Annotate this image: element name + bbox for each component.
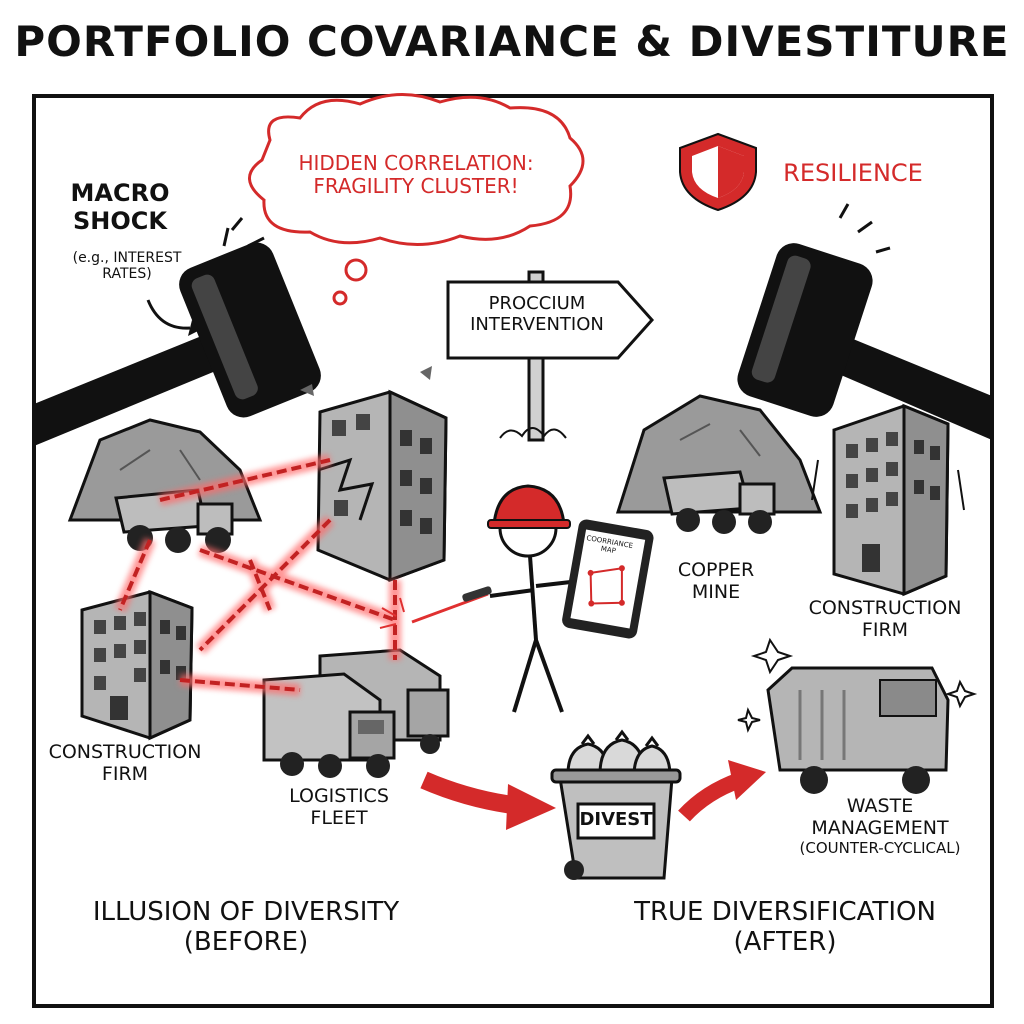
construction-left-line1: CONSTRUCTION	[48, 741, 202, 763]
waste-management-label: WASTE MANAGEMENT (COUNTER-CYCLICAL)	[780, 795, 980, 857]
correlation-chains	[114, 454, 401, 696]
shield-icon	[679, 132, 757, 212]
tablet-icon	[562, 519, 654, 639]
after-line1: TRUE DIVERSIFICATION	[634, 897, 936, 927]
divest-arrow-right	[678, 760, 766, 822]
logistics-trucks-icon	[262, 648, 450, 778]
construction-building-right-icon	[811, 403, 965, 597]
page-title: PORTFOLIO COVARIANCE & DIVESTITURE	[14, 17, 1010, 66]
thought-bubble-line2: FRAGILITY CLUSTER!	[313, 174, 519, 198]
macro-shock-line2: SHOCK	[73, 206, 167, 235]
logistics-label: LOGISTICS FLEET	[284, 785, 394, 830]
before-line2: (BEFORE)	[183, 926, 309, 957]
waste-line1: WASTE	[846, 795, 914, 817]
sparkle-icon	[737, 637, 978, 733]
thought-bubble-text: HIDDEN CORRELATION: FRAGILITY CLUSTER!	[268, 152, 564, 198]
waste-line3: (COUNTER-CYCLICAL)	[799, 838, 961, 857]
divest-arrow-left	[420, 771, 556, 830]
thought-bubble	[248, 93, 585, 306]
hammer-right-icon	[737, 203, 992, 440]
construction-building-left-icon	[80, 589, 194, 741]
waste-line2: MANAGEMENT	[811, 816, 949, 839]
macro-shock-note: (e.g., INTEREST RATES)	[52, 250, 202, 282]
bin-label: DIVEST	[579, 809, 653, 830]
construction-right-line1: CONSTRUCTION	[808, 597, 962, 619]
construction-right-line2: FIRM	[861, 618, 909, 641]
copper-line2: MINE	[691, 580, 741, 603]
construction-left-line2: FIRM	[101, 762, 149, 785]
macro-shock-label: MACRO SHOCK	[60, 179, 180, 235]
divest-bin-icon	[550, 768, 682, 880]
copper-mine-label: COPPER MINE	[666, 559, 766, 604]
cracked-building-icon	[300, 366, 448, 583]
signpost-text: PROCCIUM INTERVENTION	[452, 293, 622, 335]
after-line2: (AFTER)	[733, 926, 837, 957]
logistics-line2: FLEET	[310, 806, 368, 829]
mound-left	[67, 418, 263, 522]
copper-line1: COPPER	[677, 559, 755, 581]
dump-truck-right-icon	[662, 470, 776, 534]
macro-shock-line1: MACRO	[70, 179, 170, 207]
signpost	[446, 270, 655, 442]
thought-bubble-line1: HIDDEN CORRELATION:	[298, 151, 534, 175]
laser-spark-icon	[379, 597, 405, 629]
signpost-line2: INTERVENTION	[470, 313, 604, 335]
construction-left-label: CONSTRUCTION FIRM	[40, 741, 210, 786]
before-caption: ILLUSION OF DIVERSITY (BEFORE)	[56, 897, 436, 958]
macro-arrow	[146, 299, 191, 330]
resilience-label: RESILIENCE	[783, 159, 923, 187]
garbage-truck-icon	[766, 666, 950, 794]
hammer-left-icon	[34, 217, 321, 446]
macro-shock-note1: (e.g., INTEREST	[72, 250, 182, 266]
main-frame	[32, 94, 994, 1008]
after-caption: TRUE DIVERSIFICATION (AFTER)	[600, 897, 970, 958]
money-bags-icon	[566, 729, 672, 778]
signpost-line1: PROCCIUM	[488, 293, 586, 314]
macro-shock-note2: RATES)	[102, 266, 152, 283]
before-line1: ILLUSION OF DIVERSITY	[92, 897, 400, 927]
construction-right-label: CONSTRUCTION FIRM	[800, 597, 970, 642]
logistics-line1: LOGISTICS	[289, 785, 389, 807]
